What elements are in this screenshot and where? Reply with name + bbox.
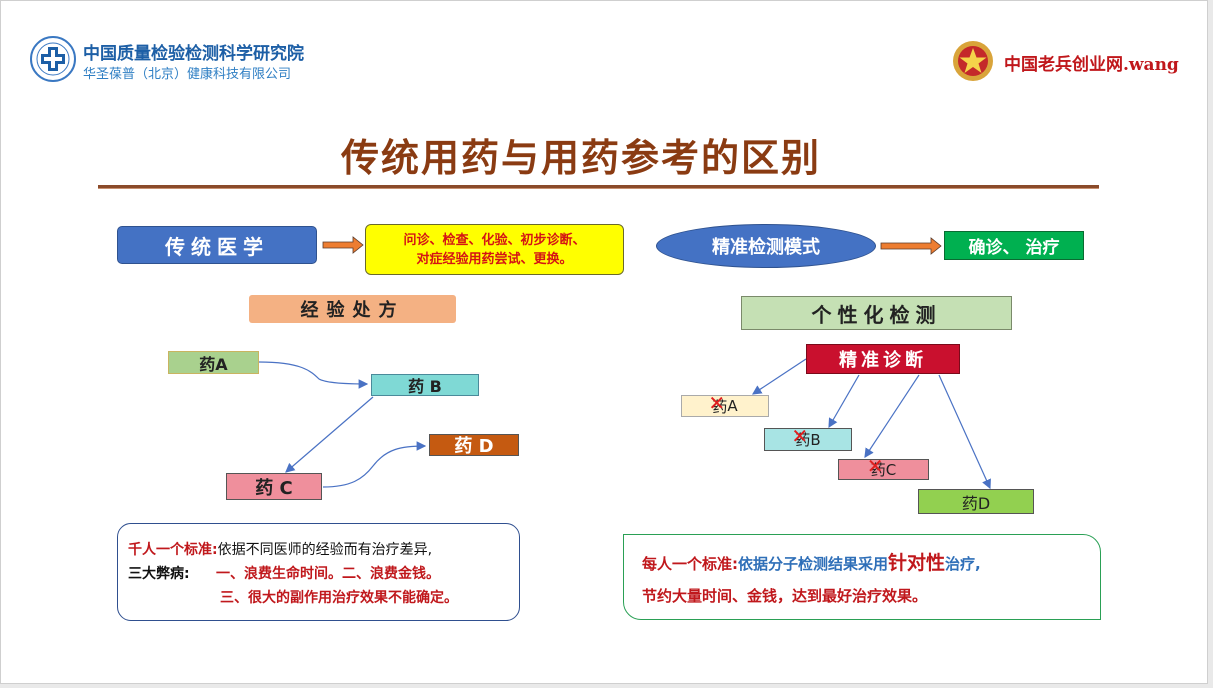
note-heading: 千人一个标准:: [128, 542, 218, 558]
drug-c-box: 药 C: [226, 473, 322, 500]
diagnosis-steps-box: 问诊、检查、化验、初步诊断、 对症经验用药尝试、更换。: [365, 224, 624, 275]
personalized-testing-label: 个性化检测: [741, 296, 1012, 330]
drug-prefix: 药✕: [866, 454, 886, 479]
experience-prescription-label: 经验处方: [249, 295, 456, 323]
excluded-drug-c-box: 药✕C: [838, 454, 929, 480]
drug-d-box: 药 D: [429, 434, 519, 457]
note-text-2: 治疗,: [945, 555, 981, 573]
precision-mode-ellipse: 精准检测模式: [656, 224, 876, 268]
block-arrow-right: [880, 237, 942, 255]
note-text-1: 依据分子检测结果采用: [738, 555, 889, 573]
drug-prefix: 药✕: [791, 424, 811, 449]
note-heading-text: 依据不同医师的经验而有治疗差异,: [217, 542, 433, 558]
steps-line-2: 对症经验用药尝试、更换。: [416, 251, 573, 267]
precision-note-box: 每人一个标准:依据分子检测结果采用针对性治疗, 节约大量时间、金钱，达到最好治疗…: [623, 534, 1101, 620]
drug-letter: B: [810, 430, 821, 449]
excluded-drug-a-box: 药✕A: [681, 390, 769, 417]
brand-text: 中国老兵创业网.wang: [1004, 55, 1179, 75]
page-title: 传统用药与用药参考的区别: [340, 136, 821, 180]
drug-letter: A: [727, 397, 738, 415]
note-line-2: 节约大量时间、金钱，达到最好治疗效果。: [642, 587, 928, 605]
confirm-treat-box: 确诊、 治疗: [944, 231, 1084, 260]
org-name: 中国质量检验检测科学研究院: [83, 44, 304, 64]
drug-b-box: 药 B: [371, 374, 479, 396]
drawback-item-2: 三、很大的副作用治疗效果不能确定。: [220, 590, 458, 606]
institute-logo: [30, 36, 76, 82]
drug-a-box: 药A: [168, 351, 259, 374]
steps-line-1: 问诊、检查、化验、初步诊断、: [403, 232, 586, 248]
drug-letter: C: [885, 460, 897, 479]
excluded-drug-b-box: 药✕B: [764, 424, 852, 451]
precise-diagnosis-label: 精准诊断: [806, 344, 960, 374]
star-emblem-logo: [953, 41, 993, 81]
cross-mark-icon: ✕: [791, 424, 809, 448]
drawback-item-1: 一、浪费生命时间。二、浪费金钱。: [216, 566, 440, 582]
cross-mark-icon: ✕: [708, 390, 726, 415]
title-divider: [98, 185, 1099, 189]
company-name: 华圣葆普（北京）健康科技有限公司: [83, 67, 292, 82]
block-arrow-left: [322, 236, 364, 254]
traditional-note-box: 千人一个标准:依据不同医师的经验而有治疗差异, 三大弊病: 一、浪费生命时间。二、…: [117, 523, 520, 621]
note-heading: 每人一个标准:: [642, 555, 738, 573]
cross-mark-icon: ✕: [866, 454, 884, 478]
traditional-medicine-box: 传统医学: [117, 226, 317, 264]
drawbacks-label: 三大弊病:: [128, 566, 190, 582]
drug-prefix: 药✕: [708, 390, 728, 416]
selected-drug-d-box: 药D: [918, 489, 1034, 514]
note-emphasis: 针对性: [888, 552, 946, 574]
